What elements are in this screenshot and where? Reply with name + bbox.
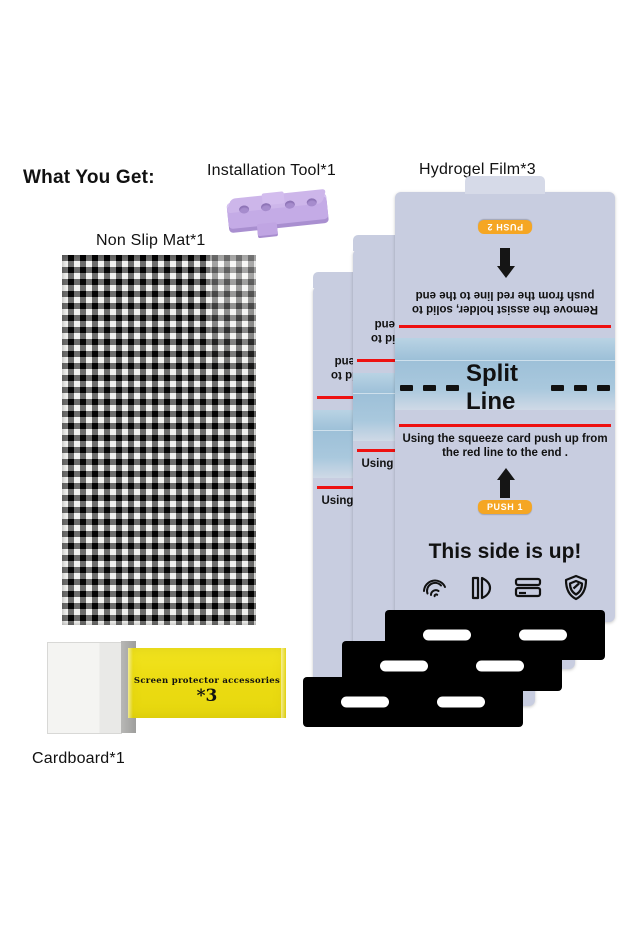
non-slip-mat [62,255,256,625]
label-hydrogel-film: Hydrogel Film*3 [419,161,536,178]
card-stack-icon [513,575,543,601]
film-red-line-bottom [399,424,611,427]
push-2-badge: PUSH 2 [477,220,533,234]
tool-tab [256,222,278,237]
film-feature-icons [395,574,615,602]
accessory-pouch: Screen protector accessories *3 [128,648,286,718]
arrow-up-icon [497,468,515,498]
film-red-line-top [399,325,611,328]
holder-slot [476,660,524,672]
holder-slot [341,696,389,708]
split-line-label: Split Line [466,360,518,415]
holder-slot [437,696,485,708]
fingerprint-icon [421,574,449,602]
arrow-down-icon [497,248,515,278]
cardboard [47,641,136,734]
mat-weave-pattern [62,255,256,625]
label-non-slip-mat: Non Slip Mat*1 [96,232,206,249]
split-dash [400,385,413,391]
pouch-text-line1: Screen protector accessories [133,676,281,686]
label-installation-tool: Installation Tool*1 [207,162,336,179]
holder-slot [380,660,428,672]
assist-holder-front [385,610,605,660]
split-dash [574,385,587,391]
installation-tool [226,185,331,247]
shield-icon [563,574,589,602]
holder-slot [423,629,471,641]
film-bottom-instruction: Using the squeeze card push up from the … [402,433,608,459]
split-dash [423,385,436,391]
mat-highlight [210,255,256,375]
film-top-instruction: Remove the assist holder, solid to push … [412,289,598,315]
split-dash [446,385,459,391]
pouch-text-line2: *3 [196,686,218,706]
page-title: What You Get: [23,167,155,188]
split-dash [551,385,564,391]
film-side-up-text: This side is up! [428,540,582,563]
push-1-badge: PUSH 1 [477,500,533,514]
holder-slot [519,629,567,641]
split-dash [597,385,610,391]
bendable-film-icon [469,574,493,602]
pouch-crimp-right [281,648,286,718]
pouch-crimp-left [128,648,133,718]
hydrogel-film-front: PUSH 2 Remove the assist holder, solid t… [395,176,615,622]
film-split-band [395,338,615,410]
label-cardboard: Cardboard*1 [32,750,125,767]
film-pull-tab [465,176,545,194]
